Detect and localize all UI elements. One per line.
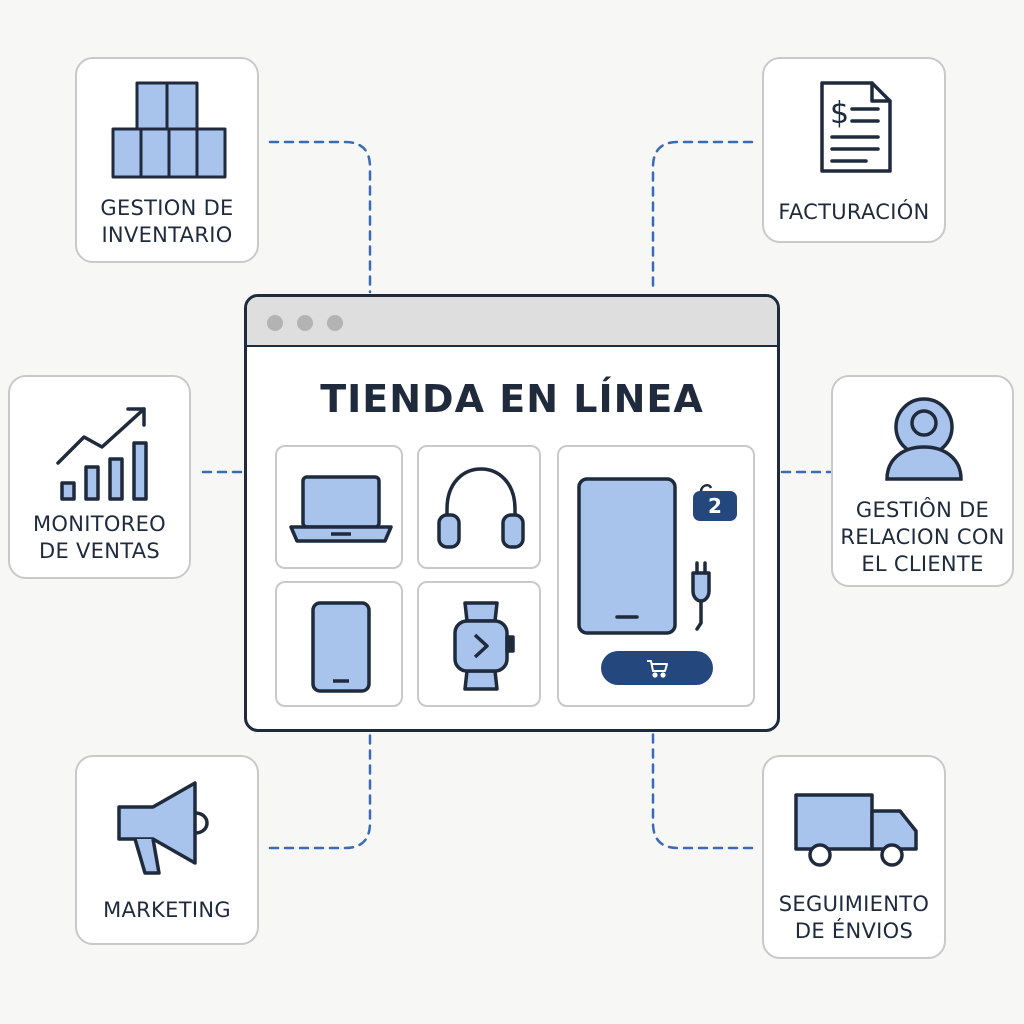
crm-module-card[interactable]: GESTIÔN DE RELACION CON EL CLIENTE [831, 375, 1014, 587]
product-tile-smartwatch[interactable] [417, 581, 541, 707]
cart-count-badge: 2 [693, 483, 737, 521]
store-title: TIENDA EN LÍNEA [320, 377, 704, 421]
truck-icon [794, 793, 918, 867]
tablet-icon [577, 477, 711, 635]
window-dot-2[interactable] [297, 315, 313, 331]
add-to-cart-button[interactable] [601, 651, 713, 685]
connector-inventory [268, 140, 372, 294]
window-titlebar [247, 297, 777, 347]
svg-text:$: $ [830, 96, 849, 131]
window-dot-3[interactable] [327, 315, 343, 331]
connector-billing [651, 140, 754, 294]
cart-handle-icon [699, 483, 713, 493]
product-tile-laptop[interactable] [275, 445, 403, 569]
inventory-module-card[interactable]: GESTION DE INVENTARIO [75, 57, 259, 263]
connector-shipping [651, 732, 754, 850]
smartwatch-icon [453, 601, 515, 691]
phone-icon [311, 601, 371, 693]
crm-label: GESTIÔN DE RELACION CON EL CLIENTE [840, 498, 1005, 576]
billing-label: FACTURACIÓN [778, 200, 930, 224]
online-store-window: TIENDA EN LÍNEA [244, 294, 780, 732]
product-tile-featured[interactable]: 2 [557, 445, 755, 707]
inventory-label: GESTION DE INVENTARIO [100, 196, 234, 247]
sales-module-card[interactable]: MONITOREO DE VENTAS [8, 375, 191, 579]
marketing-label: MARKETING [103, 898, 231, 922]
headphones-icon [437, 467, 525, 549]
shipping-module-card[interactable]: SEGUIMIENTO DE ÉNVIOS [762, 755, 946, 959]
shipping-label: SEGUIMIENTO DE ÉNVIOS [778, 892, 930, 943]
connector-marketing [268, 732, 372, 850]
megaphone-icon [117, 781, 209, 875]
window-dot-1[interactable] [267, 315, 283, 331]
product-tile-phone[interactable] [275, 581, 403, 707]
billing-module-card[interactable]: $ FACTURACIÓN [762, 57, 946, 243]
laptop-icon [289, 475, 393, 543]
invoice-icon: $ [820, 81, 892, 173]
cart-icon [647, 660, 668, 678]
bar-chart-trend-icon [56, 407, 148, 501]
marketing-module-card[interactable]: MARKETING [75, 755, 259, 945]
user-icon [885, 397, 963, 481]
cart-count: 2 [693, 491, 737, 521]
product-tile-headphones[interactable] [417, 445, 541, 569]
sales-label: MONITOREO DE VENTAS [33, 512, 166, 563]
boxes-icon [111, 81, 227, 179]
